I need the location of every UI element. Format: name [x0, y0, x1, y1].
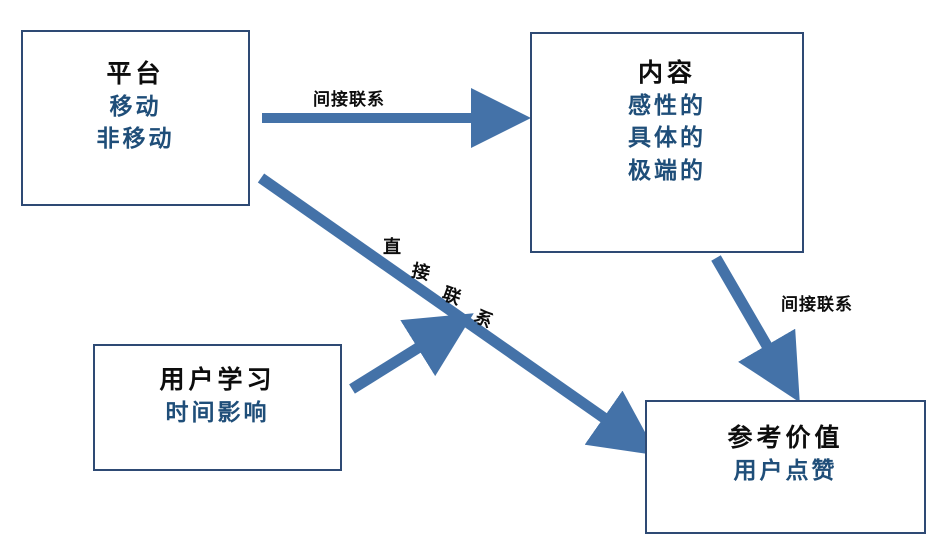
node-user-learning[interactable]: 用户学习 时间影响: [93, 344, 342, 471]
edge-label-platform-to-content: 间接联系: [313, 90, 385, 109]
node-user-learning-line-1: 时间影响: [165, 398, 270, 425]
node-reference-value-title: 参考价值: [727, 424, 844, 452]
node-content[interactable]: 内容 感性的 具体的 极端的: [530, 32, 804, 253]
node-content-line-1: 感性的: [628, 91, 706, 118]
node-content-title: 内容: [637, 59, 696, 87]
node-content-line-3: 极端的: [628, 156, 706, 183]
node-platform-line-2: 非移动: [96, 125, 175, 152]
arrow-platform-to-reference: [257, 173, 658, 456]
arrow-user-learning-to-link: [349, 313, 474, 394]
node-platform[interactable]: 平台 移动 非移动: [21, 30, 250, 206]
edge-label-content-to-reference: 间接联系: [781, 295, 853, 314]
node-reference-value[interactable]: 参考价值 用户点赞: [645, 400, 926, 534]
node-platform-title: 平台: [106, 60, 165, 88]
node-platform-line-1: 移动: [109, 92, 162, 119]
node-content-line-2: 具体的: [628, 124, 706, 151]
arrow-content-to-reference: [711, 255, 800, 403]
node-user-learning-title: 用户学习: [159, 366, 276, 394]
node-reference-value-line-1: 用户点赞: [733, 456, 838, 483]
edge-label-char-1: 直: [383, 237, 401, 257]
